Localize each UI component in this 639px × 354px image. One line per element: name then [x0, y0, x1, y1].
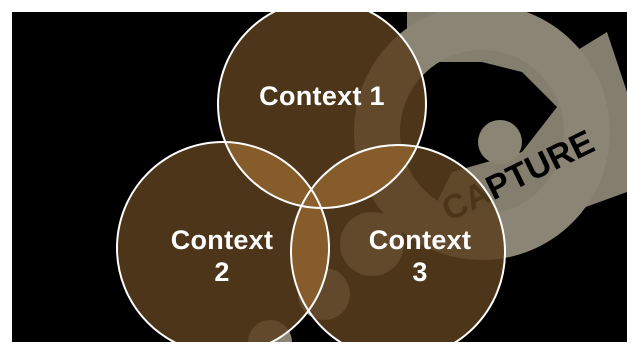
slide-canvas: CAPTURE Context 1 Context 2 Co [12, 12, 627, 342]
overlap-1-2 [218, 142, 329, 208]
context-1-label: Context 1 [259, 81, 385, 111]
context-2-outline [116, 141, 330, 342]
context-3-label: Context 3 [368, 225, 472, 287]
context-3-outline [290, 144, 506, 342]
context-2-label: Context 2 [170, 225, 274, 287]
overlap-1-3 [291, 145, 426, 208]
venn-diagram: CAPTURE [116, 12, 627, 342]
